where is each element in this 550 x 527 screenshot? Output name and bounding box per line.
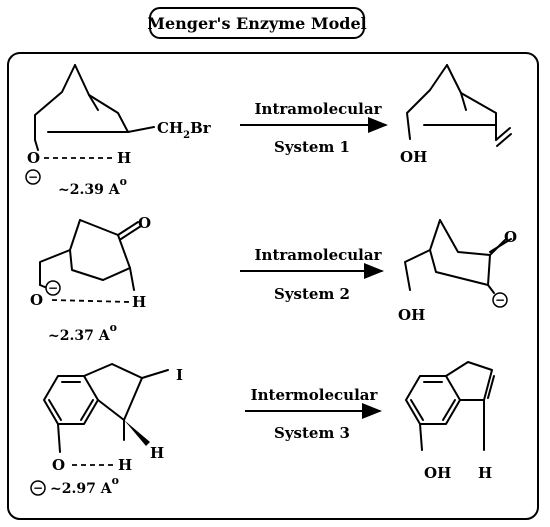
system-3-oxygen-label: O — [52, 456, 65, 474]
system-3: I O H H − ~2.97 Ao Intermolecular System… — [30, 361, 495, 497]
system-2-product-negative-charge-icon: − — [492, 292, 508, 308]
system-1-product-structure — [406, 64, 512, 147]
system-3-hydrogen-label: H — [150, 444, 164, 462]
system-2-distance: ~2.37 Ao — [48, 321, 117, 344]
system-1-reactant-structure — [34, 64, 155, 159]
system-1-distance: ~2.39 Ao — [58, 175, 127, 198]
system-3-negative-charge-icon: − — [30, 480, 46, 496]
system-3-product-hydroxyl: OH — [424, 464, 451, 482]
system-1-oxygen-label: O — [27, 149, 40, 167]
figure-title: Menger's Enzyme Model — [147, 14, 367, 33]
system-2-reactant-structure — [39, 219, 142, 303]
system-1-substituent: CH2Br — [157, 119, 212, 141]
system-2: O O − H ~2.37 Ao Intramolecular System 2… — [30, 214, 517, 344]
system-3-iodine: I — [176, 366, 183, 384]
system-2-carbonyl-oxygen: O — [138, 214, 151, 232]
system-1-negative-charge-icon: − — [25, 169, 41, 185]
system-3-product-structure — [405, 361, 495, 451]
system-1-product-hydroxyl: OH — [400, 148, 427, 166]
system-1: CH2Br O H − ~2.39 Ao Intramolecular Syst… — [25, 64, 512, 198]
system-2-hydrogen-label: H — [132, 293, 146, 311]
system-3-reactant-structure — [43, 363, 169, 466]
system-3-arrow-label-bottom: System 3 — [274, 424, 350, 442]
title-box — [149, 7, 365, 39]
system-3-arrow-label-top: Intermolecular — [251, 386, 379, 404]
system-1-arrow-label-bottom: System 1 — [274, 138, 350, 156]
system-2-product-hydroxyl: OH — [398, 306, 425, 324]
system-3-hbond-hydrogen: H — [118, 456, 132, 474]
svg-text:−: − — [28, 170, 38, 184]
system-3-distance: ~2.97 Ao — [50, 474, 119, 497]
system-2-arrow-label-bottom: System 2 — [274, 285, 350, 303]
system-2-product-structure — [404, 219, 512, 294]
system-2-negative-charge-icon: − — [45, 280, 61, 296]
system-1-hydrogen-label: H — [117, 149, 131, 167]
system-2-oxygen-label: O — [30, 291, 43, 309]
system-3-product-hydrogen: H — [478, 464, 492, 482]
system-2-arrow-label-top: Intramolecular — [255, 246, 383, 264]
system-1-arrow-label-top: Intramolecular — [255, 100, 383, 118]
svg-text:−: − — [33, 481, 43, 495]
svg-text:−: − — [495, 293, 505, 307]
svg-text:−: − — [48, 281, 58, 295]
outer-frame — [7, 52, 539, 520]
system-2-product-carbonyl-oxygen: O — [504, 228, 517, 246]
